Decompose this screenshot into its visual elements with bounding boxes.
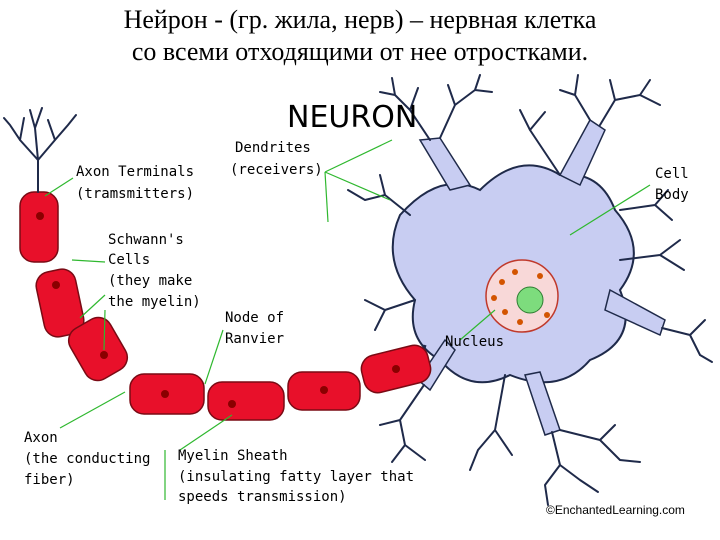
title-line-2: со всеми отходящими от нее отростками. — [131, 37, 589, 66]
credit-text: ©EnchantedLearning.com — [546, 503, 685, 517]
schwann-cells-label: Schwann's Cells (they make the myelin) — [108, 232, 201, 310]
schwann-cell — [67, 316, 129, 382]
myelin-sheath-label: Myelin Sheath (insulating fatty layer th… — [178, 448, 422, 505]
neuron-heading: NEURON — [287, 100, 417, 135]
nucleus-label: Nucleus — [445, 334, 504, 350]
leader-lines — [44, 139, 651, 500]
slide-title: Нейрон - (гр. жила, нерв) – нервная клет… — [0, 4, 720, 68]
node-of-ranvier-label: Node of Ranvier — [225, 310, 292, 347]
schwann-cell — [35, 268, 85, 338]
axon-terminals — [3, 107, 77, 193]
cell-body-label: Cell Body — [655, 166, 697, 203]
schwann-cell — [19, 191, 59, 263]
schwann-cell — [207, 381, 285, 421]
axon-terminals-label: Axon Terminals (tramsmitters) — [76, 164, 202, 202]
axon-label: Axon (the conducting fiber) — [24, 430, 159, 488]
dendrites — [347, 74, 713, 506]
dendrites-label: Dendrites (receivers) — [230, 140, 323, 178]
title-line-1: Нейрон - (гр. жила, нерв) – нервная клет… — [123, 5, 597, 34]
myelin-sheath — [19, 191, 432, 421]
nucleus — [485, 259, 559, 333]
